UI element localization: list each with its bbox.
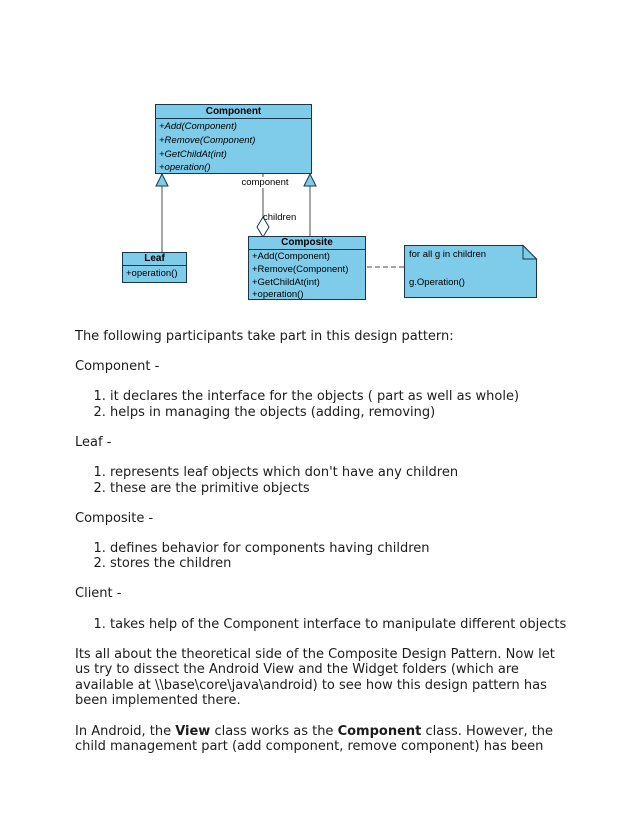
intro-line: The following participants take part in … [75, 329, 454, 344]
class-title-component: Component [156, 105, 311, 119]
method: +operation() [159, 162, 211, 174]
section-heading-client: Client - [75, 586, 122, 602]
leaf-list: represents leaf objects which don't have… [75, 465, 600, 496]
method: +Add(Component) [252, 251, 330, 262]
list-item: defines behavior for components having c… [110, 541, 600, 557]
paragraph-line: Its all about the theoretical side of th… [75, 646, 555, 662]
class-box-composite: Composite +Add(Component) +Remove(Compon… [248, 236, 366, 300]
paragraph-theory: Its all about the theoretical side of th… [75, 647, 600, 709]
method: +operation() [252, 289, 304, 301]
list-item: helps in managing the objects (adding, r… [110, 405, 600, 421]
client-list: takes help of the Component interface to… [75, 617, 600, 633]
text-segment: class. However, the [421, 723, 554, 739]
edge-label-component: component [241, 177, 289, 188]
note-text-line1: for all g in children [409, 249, 487, 260]
article-text: The following participants take part in … [75, 329, 600, 769]
component-list: it declares the interface for the object… [75, 389, 600, 420]
method: +Remove(Component) [252, 263, 349, 275]
method: +Remove(Component) [159, 134, 256, 146]
edge-label-children: children [263, 212, 297, 223]
method: +Add(Component) [159, 121, 237, 132]
list-item: these are the primitive objects [110, 481, 600, 497]
text-segment: class works as the [210, 723, 338, 739]
class-title-composite: Composite [249, 237, 365, 250]
bold-component: Component [337, 723, 422, 739]
paragraph-line: us try to dissect the Android View and t… [75, 662, 519, 678]
method: +GetChildAt(int) [252, 276, 320, 288]
class-methods-composite: +Add(Component) +Remove(Component) +GetC… [249, 250, 365, 303]
composite-list: defines behavior for components having c… [75, 541, 600, 572]
paragraph-line: available at \\base\core\java\android) t… [75, 677, 547, 693]
method: +operation() [126, 268, 178, 279]
section-heading-component: Component - [75, 359, 160, 375]
list-item: stores the children [110, 556, 600, 572]
class-methods-component: +Add(Component) +Remove(Component) +GetC… [156, 119, 311, 176]
list-item: it declares the interface for the object… [110, 389, 600, 405]
section-heading-composite: Composite - [75, 510, 154, 526]
class-box-leaf: Leaf +operation() [122, 252, 187, 283]
note-text-line2: g.Operation() [409, 277, 465, 288]
text-segment: In Android, the [75, 723, 176, 739]
paragraph-android: In Android, the View class works as the … [75, 724, 600, 755]
paragraph-line: In Android, the View class works as the … [75, 724, 600, 740]
section-heading-leaf: Leaf - [75, 434, 112, 450]
list-item: represents leaf objects which don't have… [110, 465, 600, 481]
note-fold-icon [522, 244, 538, 260]
paragraph-line: child management part (add component, re… [75, 739, 544, 755]
class-title-leaf: Leaf [123, 253, 186, 266]
class-box-component: Component +Add(Component) +Remove(Compon… [155, 104, 312, 174]
paragraph-line: been implemented there. [75, 693, 241, 709]
list-item: takes help of the Component interface to… [110, 617, 600, 633]
class-methods-leaf: +operation() [123, 266, 186, 282]
bold-view: View [175, 723, 211, 739]
method: +GetChildAt(int) [159, 148, 227, 160]
